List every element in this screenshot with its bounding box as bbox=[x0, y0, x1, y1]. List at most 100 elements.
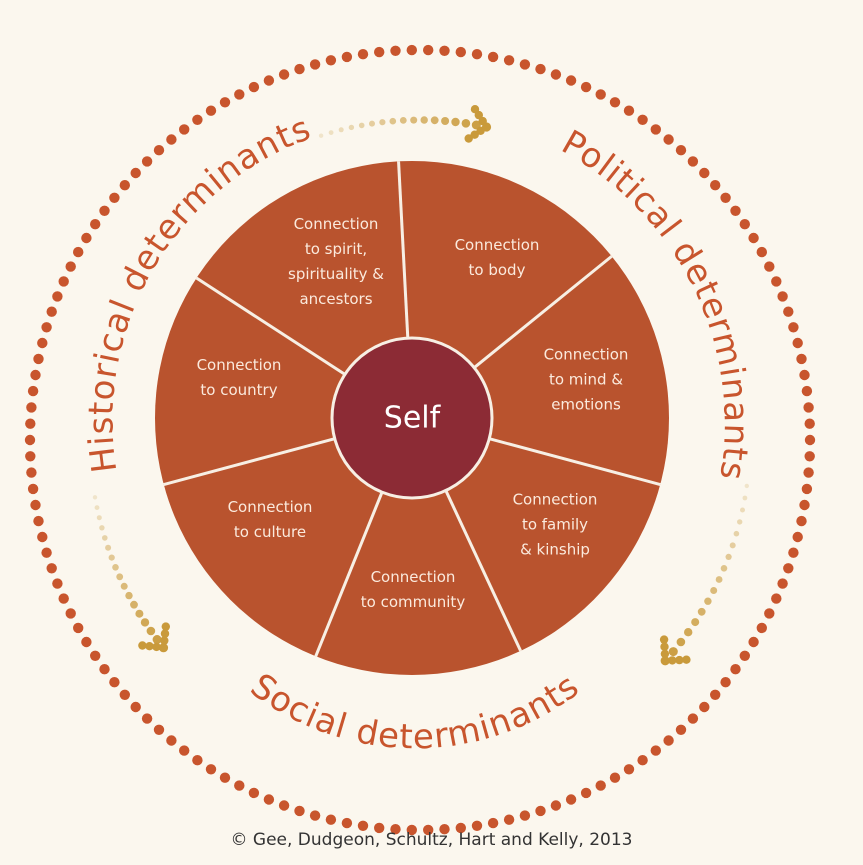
ring-dot bbox=[278, 800, 290, 811]
arrow-dot bbox=[116, 573, 124, 581]
ring-dot bbox=[309, 59, 321, 70]
ring-dot bbox=[777, 578, 788, 589]
arrow-dot bbox=[691, 618, 700, 627]
ring-dot bbox=[37, 337, 48, 349]
ring-dot bbox=[730, 664, 741, 675]
social-determinants-label: Social determinants bbox=[243, 666, 587, 758]
ring-dot bbox=[81, 232, 92, 244]
arrow-dot bbox=[441, 117, 450, 125]
ring-dot bbox=[248, 81, 260, 93]
segment-label-community: Connection to community bbox=[360, 568, 466, 611]
ring-dot bbox=[519, 59, 531, 70]
ring-dot bbox=[487, 51, 499, 63]
arrow-dot bbox=[140, 618, 150, 627]
arrow-dot bbox=[369, 120, 375, 127]
arrowhead-dot bbox=[160, 636, 169, 645]
ring-dot bbox=[739, 219, 750, 230]
ring-dot bbox=[650, 124, 661, 135]
arrow-dot bbox=[420, 116, 428, 124]
ring-dot bbox=[792, 337, 803, 349]
ring-dot bbox=[390, 824, 401, 835]
ring-dot bbox=[595, 89, 606, 100]
ring-dot bbox=[119, 180, 130, 191]
arrow-dot bbox=[358, 122, 365, 129]
arrow-dot bbox=[451, 117, 460, 127]
ring-dot bbox=[792, 531, 803, 543]
segment-label-family: Connection to family & kinship bbox=[512, 490, 598, 559]
arrow-dot bbox=[668, 647, 678, 657]
ring-dot bbox=[90, 219, 101, 230]
arrow-dot bbox=[152, 635, 162, 644]
ring-dot bbox=[357, 820, 369, 831]
ring-dot bbox=[471, 49, 483, 60]
ring-dot bbox=[130, 701, 141, 713]
ring-dot bbox=[756, 246, 767, 258]
ring-dot bbox=[99, 664, 110, 675]
arrow-dot bbox=[729, 542, 736, 549]
arrow-dot bbox=[740, 507, 745, 513]
ring-dot bbox=[219, 772, 231, 783]
ring-dot bbox=[675, 724, 687, 735]
ring-dot bbox=[263, 794, 275, 805]
ring-dot bbox=[777, 291, 788, 302]
ring-dot bbox=[263, 75, 275, 86]
arrow-dot bbox=[430, 116, 439, 125]
segment-divider bbox=[314, 491, 384, 657]
ring-dot bbox=[141, 713, 153, 724]
arrow-dot bbox=[399, 117, 407, 124]
ring-dot bbox=[179, 124, 190, 135]
arrow-dot bbox=[660, 656, 670, 666]
ring-dot bbox=[783, 306, 794, 317]
self-label: Self bbox=[383, 400, 441, 436]
ring-dot bbox=[406, 824, 417, 836]
ring-dot bbox=[73, 246, 84, 258]
ring-dot bbox=[119, 689, 130, 700]
ring-dot bbox=[687, 156, 699, 167]
ring-dot bbox=[294, 805, 305, 817]
arrow-dot bbox=[684, 628, 693, 637]
ring-dot bbox=[81, 636, 92, 648]
ring-dot bbox=[99, 205, 110, 216]
arrow-dot bbox=[105, 544, 112, 551]
arrow-dot bbox=[146, 626, 156, 636]
ring-dot bbox=[25, 418, 36, 429]
arrowhead-dot bbox=[476, 126, 485, 135]
ring-dot bbox=[796, 353, 807, 365]
ring-dot bbox=[179, 745, 190, 756]
ring-dot bbox=[153, 145, 165, 156]
arrow-dot bbox=[99, 525, 105, 531]
ring-dot bbox=[710, 180, 721, 191]
ring-dot bbox=[166, 134, 177, 145]
ring-dot bbox=[771, 593, 782, 604]
ring-dot bbox=[65, 608, 76, 619]
ring-dot bbox=[423, 824, 434, 836]
ring-dot bbox=[248, 787, 260, 799]
ring-dot bbox=[609, 772, 621, 783]
ring-dot bbox=[141, 156, 153, 167]
arrow-dot bbox=[725, 553, 732, 561]
ring-dot bbox=[46, 306, 57, 317]
segment-divider bbox=[163, 437, 336, 486]
arrow-dot bbox=[389, 117, 397, 125]
segment-label-spirit: Connection to spirit, spirituality & anc… bbox=[288, 215, 384, 308]
arrow-dot bbox=[125, 591, 133, 600]
ring-dot bbox=[623, 105, 635, 116]
left-arrow bbox=[92, 495, 170, 653]
ring-dot bbox=[764, 608, 775, 619]
copyright-credit: © Gee, Dudgeon, Schultz, Hart and Kelly,… bbox=[230, 830, 633, 850]
ring-dot bbox=[219, 97, 231, 108]
ring-dot bbox=[503, 814, 515, 825]
ring-dot bbox=[52, 291, 63, 302]
ring-dot bbox=[73, 622, 84, 634]
ring-dot bbox=[234, 89, 245, 100]
ring-dot bbox=[24, 434, 36, 446]
arrow-dot bbox=[742, 495, 748, 501]
ring-dot bbox=[663, 134, 674, 145]
ring-dot bbox=[799, 499, 810, 511]
ring-dot bbox=[27, 385, 39, 397]
ring-dot bbox=[609, 97, 621, 108]
arrow-dot bbox=[715, 576, 723, 583]
ring-dot bbox=[803, 402, 814, 413]
ring-dot bbox=[58, 276, 69, 287]
arrow-dot bbox=[120, 582, 128, 590]
